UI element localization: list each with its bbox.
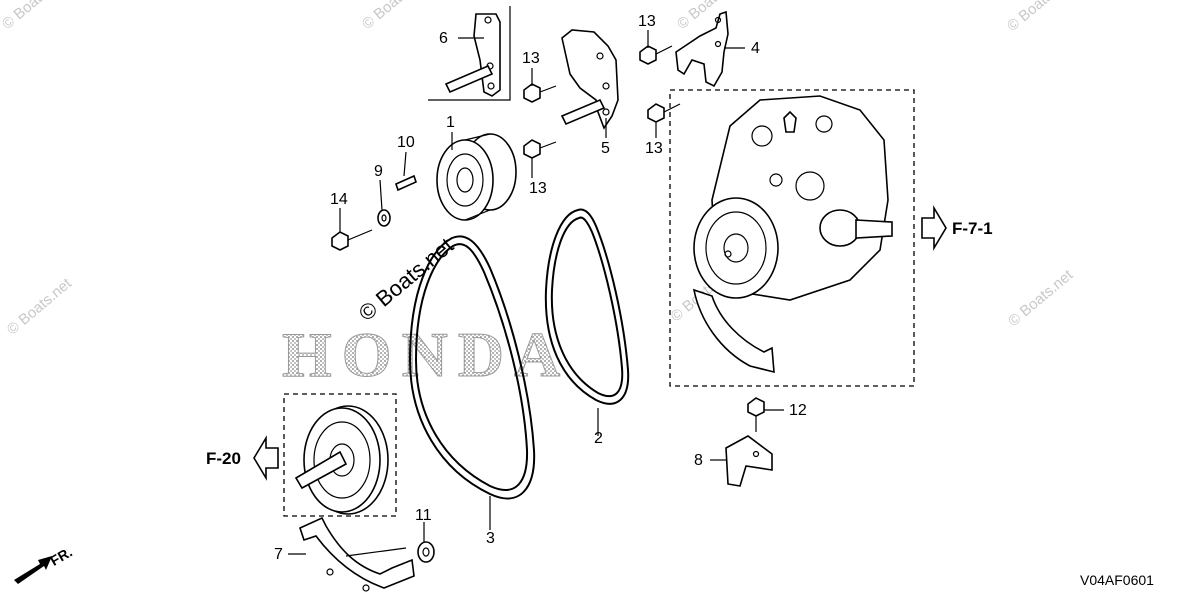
- callout-13-c[interactable]: 13: [645, 140, 663, 157]
- bolt-13-b: [523, 83, 557, 103]
- callout-14[interactable]: 14: [330, 191, 348, 208]
- callout-13-d[interactable]: 13: [529, 180, 547, 197]
- callout-11[interactable]: 11: [415, 507, 432, 524]
- leader-lines: [288, 30, 784, 555]
- ref-label-right: F-7-1: [952, 219, 993, 238]
- callout-7[interactable]: 7: [274, 546, 283, 563]
- bolt-13-d: [523, 139, 557, 159]
- part-10-key: [395, 174, 417, 192]
- callout-4[interactable]: 4: [751, 40, 760, 57]
- crank-pulley-frame: [283, 393, 397, 517]
- part-9-washer: [377, 209, 391, 227]
- part-1-pulley: [436, 133, 517, 221]
- watermark-main: © Boats.net: [354, 233, 458, 326]
- callout-12[interactable]: 12: [789, 402, 807, 419]
- watermark-top-mid: © Boats.net: [674, 0, 746, 33]
- callout-13-b[interactable]: 13: [522, 50, 540, 67]
- part-11-nut: [417, 541, 435, 563]
- part-7-bracket: [299, 516, 415, 592]
- part-8-bracket: [725, 435, 773, 487]
- bolt-13-a: [639, 45, 673, 65]
- callout-9[interactable]: 9: [374, 163, 383, 180]
- watermark-right: © Boats.net: [1005, 266, 1077, 330]
- watermark-top-center: © Boats.net: [359, 0, 431, 33]
- watermark-top-left: © Boats.net: [0, 0, 71, 33]
- bolt-12: [747, 397, 765, 432]
- part-5-bracket: [560, 29, 619, 130]
- callout-13-a[interactable]: 13: [638, 13, 656, 30]
- callout-10[interactable]: 10: [397, 134, 415, 151]
- front-direction-marker: FR.: [14, 544, 75, 584]
- part-2-belt: [544, 208, 630, 405]
- bolt-13-c: [647, 103, 681, 123]
- ref-arrow-left[interactable]: F-20: [206, 435, 279, 481]
- part-3-belt: [408, 235, 536, 500]
- ref-arrow-right[interactable]: F-7-1: [921, 205, 993, 251]
- part-6-bracket: [428, 6, 511, 101]
- drawing-code: V04AF0601: [1080, 572, 1154, 588]
- crank-pulley: [294, 405, 389, 515]
- callout-2[interactable]: 2: [594, 430, 603, 447]
- ref-label-left: F-20: [206, 449, 241, 468]
- compressor-assembly: [692, 95, 893, 374]
- callout-3[interactable]: 3: [486, 530, 495, 547]
- callout-5[interactable]: 5: [601, 140, 610, 157]
- front-direction-label: FR.: [47, 544, 75, 569]
- bolt-14: [331, 229, 373, 251]
- compressor-assembly-frame: [669, 89, 915, 387]
- callout-6[interactable]: 6: [439, 30, 448, 47]
- watermark-left: © Boats.net: [4, 274, 76, 338]
- watermark-top-right: © Boats.net: [1004, 0, 1076, 35]
- callout-8[interactable]: 8: [694, 452, 703, 469]
- part-4-bracket: [675, 10, 729, 88]
- brand-watermark: HONDA: [282, 319, 570, 390]
- callout-1[interactable]: 1: [446, 114, 455, 131]
